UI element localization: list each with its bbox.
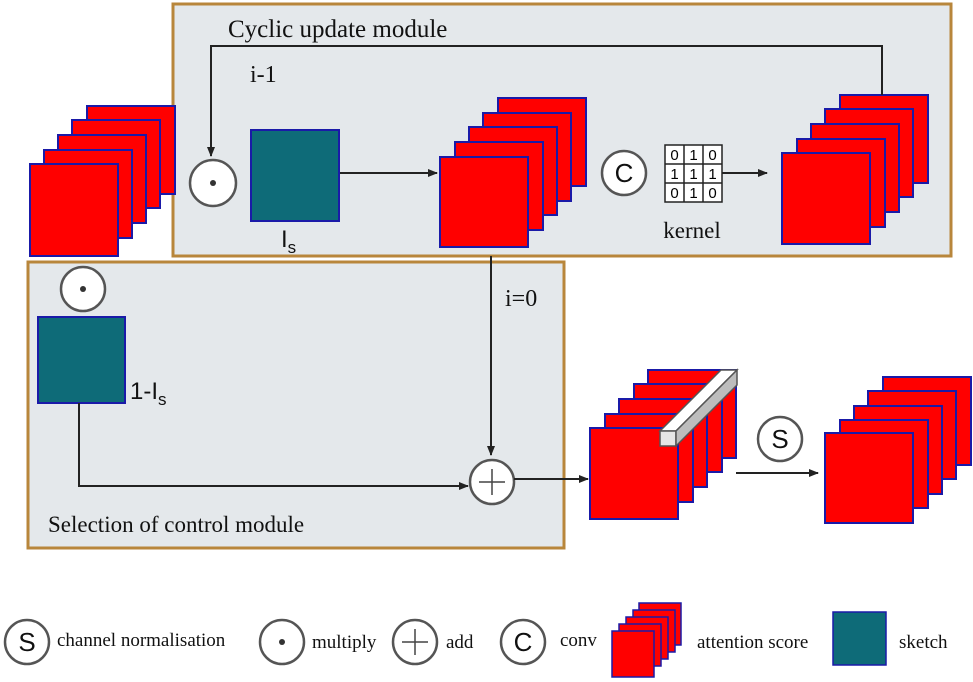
legend-attention-label: attention score bbox=[697, 632, 808, 653]
legend-add-icon bbox=[391, 618, 439, 666]
kernel-cell: 0 bbox=[670, 185, 678, 202]
legend-add-label: add bbox=[446, 632, 474, 653]
legend-norm-label: channel normalisation bbox=[57, 630, 226, 651]
kernel-cell: 0 bbox=[670, 147, 678, 164]
label-i0: i=0 bbox=[505, 286, 537, 312]
legend-sketch-icon bbox=[832, 611, 887, 666]
conv-operator: C bbox=[600, 149, 648, 197]
legend-sketch-label: sketch bbox=[899, 632, 948, 653]
legend-multiply-label: multiply bbox=[312, 632, 377, 653]
kernel-cell: 1 bbox=[689, 147, 697, 164]
legend-conv-label: conv bbox=[560, 630, 597, 651]
selection-control-module-box bbox=[26, 260, 566, 550]
label-one-minus-is: 1-Is bbox=[130, 378, 167, 409]
multiply-operator-selection bbox=[59, 265, 107, 313]
arrow-sketch-to-add bbox=[78, 403, 469, 490]
norm-operator: S bbox=[756, 415, 804, 463]
kernel-grid: 0 1 0 1 1 1 0 1 0 bbox=[664, 144, 723, 203]
kernel-cell: 1 bbox=[708, 166, 716, 183]
kernel-cell: 1 bbox=[689, 185, 697, 202]
kernel-label: kernel bbox=[663, 218, 720, 243]
attention-bar bbox=[658, 368, 739, 448]
output-stack bbox=[824, 376, 972, 524]
kernel-cell: 0 bbox=[708, 147, 716, 164]
cyclic-output-stack bbox=[781, 94, 929, 245]
kernel-cell: 1 bbox=[689, 166, 697, 183]
kernel-cell: 0 bbox=[708, 185, 716, 202]
label-is: Is bbox=[281, 226, 296, 257]
sketch-is bbox=[250, 129, 340, 222]
svg-text:S: S bbox=[18, 627, 35, 657]
legend-norm-icon: S bbox=[3, 618, 51, 666]
input-feature-stack bbox=[29, 105, 176, 257]
feedback-loop-arrow bbox=[207, 45, 883, 157]
svg-text:S: S bbox=[771, 424, 788, 454]
selection-module-title: Selection of control module bbox=[48, 512, 304, 537]
legend-conv-icon: C bbox=[499, 618, 547, 666]
sketch-one-minus-is bbox=[37, 316, 126, 404]
svg-text:C: C bbox=[615, 158, 634, 188]
legend-multiply-icon bbox=[258, 618, 306, 666]
cyclic-module-title: Cyclic update module bbox=[228, 16, 447, 43]
middle-feature-stack bbox=[439, 97, 587, 248]
legend: S channel normalisation multiply add C c… bbox=[3, 602, 948, 678]
kernel-cell: 1 bbox=[670, 166, 678, 183]
feedback-label: i-1 bbox=[250, 62, 277, 88]
add-operator bbox=[468, 458, 516, 506]
svg-text:C: C bbox=[514, 627, 533, 657]
legend-attention-icon bbox=[611, 602, 682, 678]
multiply-operator-cyclic bbox=[188, 158, 238, 208]
